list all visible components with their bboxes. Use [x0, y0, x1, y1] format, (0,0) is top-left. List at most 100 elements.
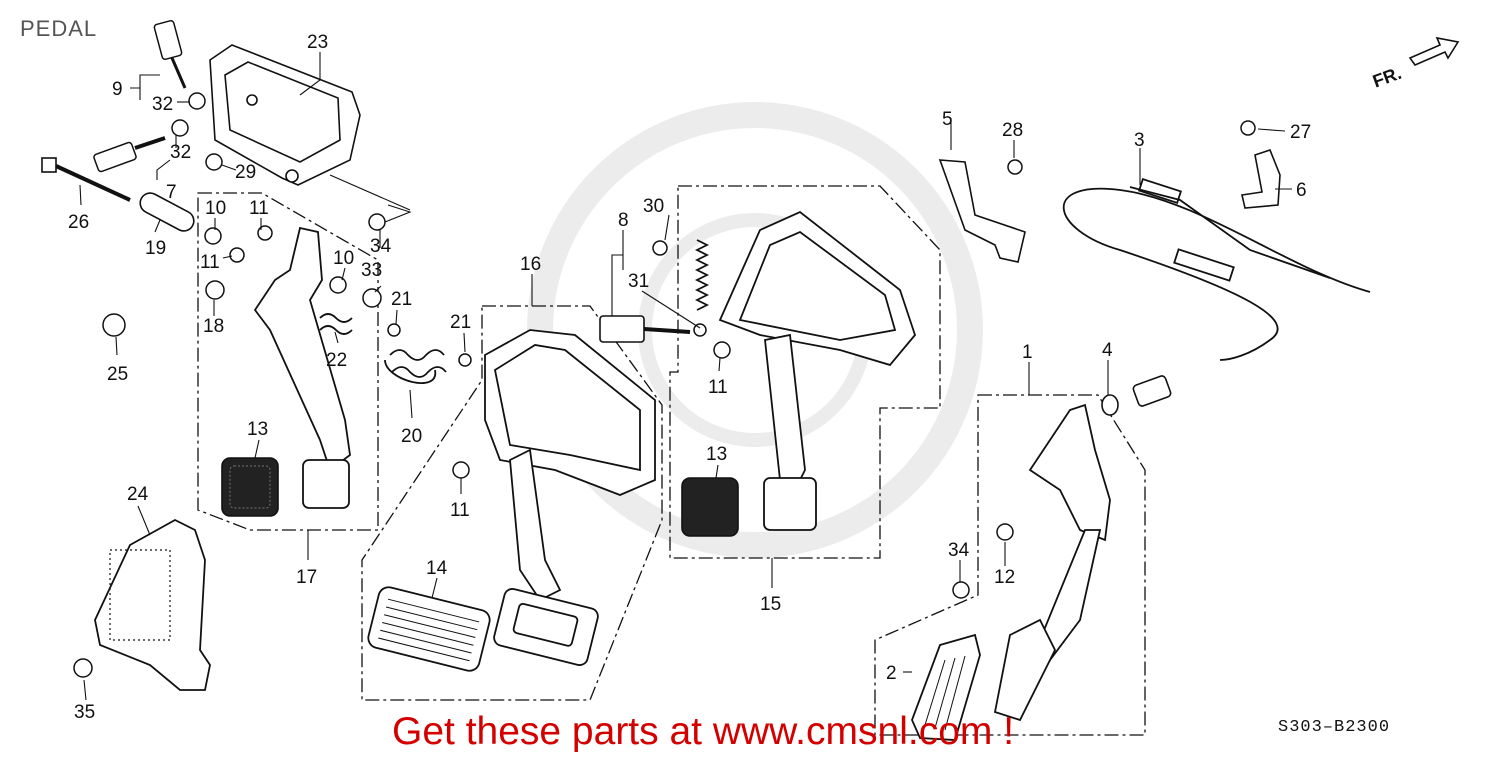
callout-9: 9: [112, 79, 123, 100]
leader-lines: [79, 52, 1292, 701]
brake-pedal-pad: [221, 457, 279, 517]
callout-32-lower: 32: [170, 142, 191, 163]
bushing-18: [205, 280, 225, 300]
clutch-pedal-arm: [509, 448, 562, 602]
pedal-cover: [94, 518, 211, 691]
callout-11-top: 11: [249, 198, 269, 219]
callout-34-upper: 34: [370, 236, 392, 257]
page-title: PEDAL: [20, 16, 98, 41]
callout-24: 24: [127, 484, 149, 505]
cable-end: [1132, 375, 1172, 407]
at-brake-bracket: [718, 210, 917, 367]
pivot-bolt: [41, 157, 131, 202]
nut-34a: [368, 213, 386, 231]
callout-35: 35: [74, 702, 95, 723]
callout-11-right: 11: [708, 377, 728, 398]
clutch-pedal-pad-frame: [493, 588, 599, 666]
bushing-10a: [204, 227, 222, 245]
accelerator-pad: [911, 633, 981, 741]
callout-21-left: 21: [391, 289, 412, 310]
nut-near-31: [693, 323, 707, 337]
bolt-29: [205, 153, 223, 171]
at-brake-pedal-group-frame: [669, 185, 941, 559]
callout-17: 17: [296, 567, 317, 588]
callout-2: 2: [886, 663, 897, 684]
cable-clip-6: [1241, 149, 1281, 209]
clutch-switch: [93, 136, 166, 173]
cable-bracket-5: [938, 159, 1026, 263]
callout-5: 5: [942, 109, 953, 130]
stopper-11b: [229, 247, 245, 263]
callout-16: 16: [520, 254, 541, 275]
cable-nut: [1101, 394, 1119, 416]
callout-13-left: 13: [247, 419, 268, 440]
stopper-11c: [452, 461, 470, 479]
callout-14: 14: [426, 558, 448, 579]
callout-29: 29: [235, 162, 256, 183]
callout-31: 31: [628, 271, 649, 292]
callout-15: 15: [760, 594, 781, 615]
callout-32-upper: 32: [152, 94, 173, 115]
nut-33: [362, 288, 382, 308]
clip-21b: [458, 353, 472, 367]
brake-pedal-group-frame: [197, 192, 379, 531]
stopper-11d: [713, 341, 731, 359]
bolt-27: [1240, 120, 1256, 136]
pivot-collar: [139, 192, 195, 232]
callout-6: 6: [1296, 180, 1307, 201]
callout-8: 8: [618, 210, 629, 231]
pedal-bracket: [209, 44, 361, 186]
callout-21-right: 21: [450, 312, 471, 333]
callout-1: 1: [1022, 342, 1033, 363]
front-marker-label: FR.: [1370, 63, 1404, 92]
callout-27: 27: [1290, 122, 1311, 143]
stop-switch: [153, 19, 187, 89]
callout-13-right: 13: [706, 444, 727, 465]
accelerator-pedal-assembly: [993, 403, 1111, 722]
brake-switch: [599, 315, 691, 343]
callout-11-left: 11: [200, 252, 220, 273]
callout-25: 25: [107, 364, 128, 385]
callout-30: 30: [643, 196, 664, 217]
diagram-code: S303–B2300: [1278, 718, 1391, 737]
callout-3: 3: [1134, 130, 1145, 151]
nut-32b: [171, 119, 189, 137]
callout-10-right: 10: [333, 248, 354, 269]
clip-21a: [387, 323, 401, 337]
promo-link-text[interactable]: Get these parts at www.cmsnl.com !: [392, 710, 1015, 753]
clutch-pedal-pad: [367, 586, 491, 672]
return-spring: [389, 349, 447, 378]
grommet-25: [102, 313, 126, 337]
return-spring-coil: [384, 359, 436, 384]
callout-19: 19: [145, 238, 166, 259]
bushing-10b: [329, 276, 347, 294]
callout-7: 7: [166, 182, 177, 203]
callout-34-lower: 34: [948, 540, 970, 561]
callout-18: 18: [203, 316, 224, 337]
small-fasteners: [73, 92, 1256, 678]
callout-11-middle: 11: [450, 500, 470, 521]
stopper-11a: [257, 225, 273, 241]
callout-22: 22: [326, 350, 347, 371]
callout-4: 4: [1102, 340, 1113, 361]
nut-34b: [952, 581, 970, 599]
clutch-pedal-group-frame: [361, 305, 663, 701]
front-direction-arrow: FR.: [1370, 36, 1460, 92]
callout-12: 12: [994, 567, 1015, 588]
callout-23: 23: [307, 32, 328, 53]
bolt-28: [1007, 159, 1023, 175]
brake-pedal-arm: [253, 226, 351, 509]
stopper-12: [996, 523, 1014, 541]
at-brake-pedal-pad: [681, 477, 739, 537]
at-brake-pedal-arm: [763, 333, 817, 531]
spring-clip: [319, 313, 353, 335]
nut-35: [73, 658, 93, 678]
callout-28: 28: [1002, 120, 1023, 141]
bolt-30: [652, 240, 668, 256]
callout-33: 33: [361, 260, 382, 281]
throttle-cable: [1062, 177, 1371, 361]
callout-26: 26: [68, 212, 89, 233]
callout-10-left: 10: [205, 198, 226, 219]
nut-32a: [188, 92, 206, 110]
